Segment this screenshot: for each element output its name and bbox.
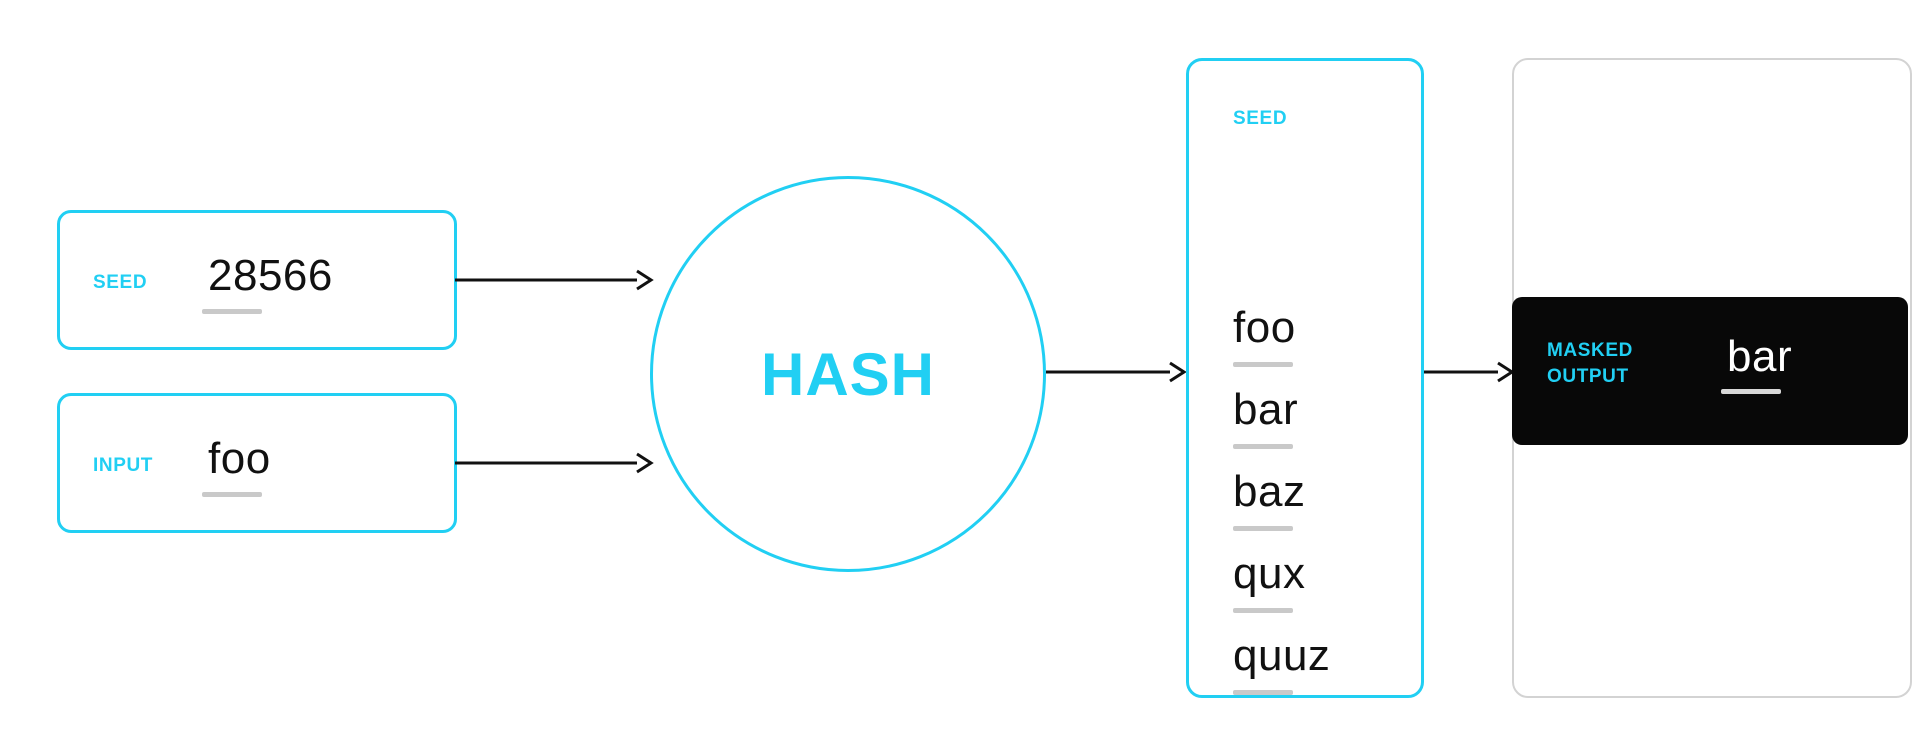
- masked-output-label: MASKED OUTPUT: [1547, 338, 1633, 389]
- input-field-label: INPUT: [93, 455, 153, 476]
- seed-list-item-underline: [1233, 690, 1293, 695]
- seed-list: foo bar baz qux quuz: [1233, 306, 1403, 716]
- seed-list-panel-label: SEED: [1233, 108, 1288, 129]
- seed-list-item-underline: [1233, 526, 1293, 531]
- seed-list-item-text: qux: [1233, 549, 1306, 598]
- seed-list-item-text: quuz: [1233, 631, 1331, 680]
- seed-list-item-text: baz: [1233, 467, 1306, 516]
- list-item[interactable]: quuz: [1233, 634, 1403, 716]
- seed-input-label: SEED: [93, 272, 148, 293]
- hash-node[interactable]: HASH: [650, 176, 1046, 572]
- masked-output-label-line2: OUTPUT: [1547, 365, 1629, 387]
- arrow-seed-panel-to-masked-output: [1424, 361, 1515, 383]
- list-item[interactable]: foo: [1233, 306, 1403, 388]
- list-item[interactable]: qux: [1233, 552, 1403, 634]
- arrow-seed-to-hash: [455, 269, 654, 291]
- seed-list-item-text: bar: [1233, 385, 1299, 434]
- list-item[interactable]: baz: [1233, 470, 1403, 552]
- masked-output-underline: [1721, 389, 1781, 394]
- seed-list-item-text: foo: [1233, 303, 1296, 352]
- input-card[interactable]: INPUT foo: [57, 393, 457, 533]
- masked-output-card[interactable]: MASKED OUTPUT bar: [1512, 297, 1908, 445]
- seed-list-item-underline: [1233, 444, 1293, 449]
- seed-list-panel[interactable]: SEED foo bar baz qux quuz: [1186, 58, 1424, 698]
- masked-output-value: bar: [1727, 332, 1793, 381]
- seed-input-underline: [202, 309, 262, 314]
- list-item[interactable]: bar: [1233, 388, 1403, 470]
- hash-label: HASH: [760, 340, 935, 408]
- input-field-value: foo: [208, 434, 271, 483]
- seed-list-item-underline: [1233, 608, 1293, 613]
- seed-input-value: 28566: [208, 251, 333, 300]
- arrow-input-to-hash: [455, 452, 654, 474]
- arrow-hash-to-seed-panel: [1046, 361, 1187, 383]
- seed-list-item-underline: [1233, 362, 1293, 367]
- masked-output-label-line1: MASKED: [1547, 340, 1633, 361]
- input-field-underline: [202, 492, 262, 497]
- seed-input-card[interactable]: SEED 28566: [57, 210, 457, 350]
